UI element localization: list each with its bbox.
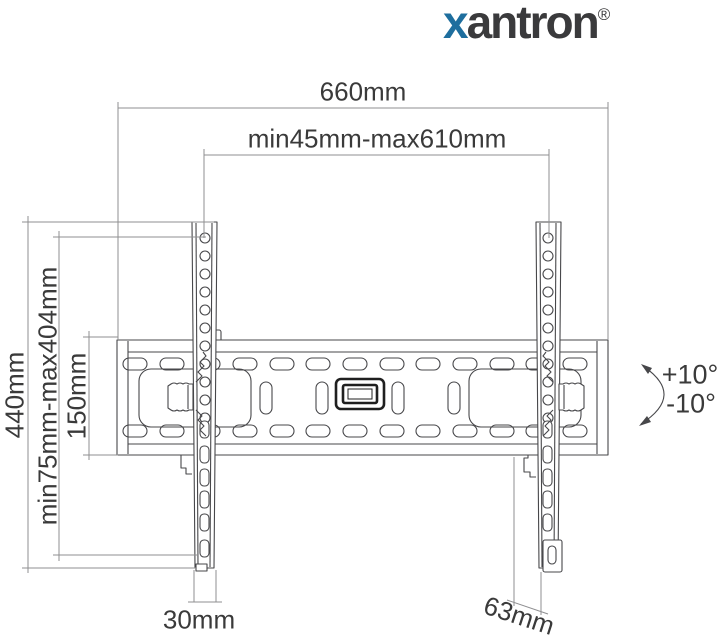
registered-trademark-icon: ® — [597, 5, 611, 24]
left-tilt-knob — [167, 382, 194, 412]
right-bottom-tab — [542, 539, 563, 573]
dim-mount-width-range-label: min45mm-max610mm — [247, 123, 507, 154]
right-clip-upper — [542, 351, 554, 383]
left-bracket-foot — [195, 563, 208, 572]
right-clip-lower — [542, 409, 554, 437]
left-bracket — [167, 221, 218, 572]
tilt-up-label: +10° — [661, 359, 719, 390]
left-clip-upper — [195, 351, 207, 383]
middle-slot-row — [259, 381, 461, 415]
brand-logo-name: antron — [466, 0, 600, 48]
tilt-arc — [639, 364, 665, 426]
left-bracket-holes — [199, 232, 211, 424]
dim-overall-height-label: 440mm — [0, 351, 30, 439]
tilt-down-label: -10° — [666, 388, 716, 419]
brand-logo: xantron® — [443, 0, 610, 57]
tilt-arrow-down-icon — [639, 416, 651, 426]
right-tilt-knob — [558, 382, 585, 412]
dim-mount-height-range-label: min75mm-max404mm — [32, 266, 63, 526]
dim-bracket-width-label: 30mm — [162, 604, 236, 635]
right-bracket-holes — [542, 232, 554, 424]
left-bracket-slots — [199, 420, 210, 558]
dimension-lines — [22, 102, 609, 615]
left-clip-lower — [195, 409, 207, 437]
tilt-arrow-up-icon — [641, 364, 652, 374]
dim-plate-height-label: 150mm — [61, 352, 92, 440]
right-bracket — [535, 221, 585, 573]
brand-logo-x: x — [443, 0, 469, 48]
spirit-level — [334, 377, 386, 411]
dim-top-width-label: 660mm — [319, 76, 407, 107]
